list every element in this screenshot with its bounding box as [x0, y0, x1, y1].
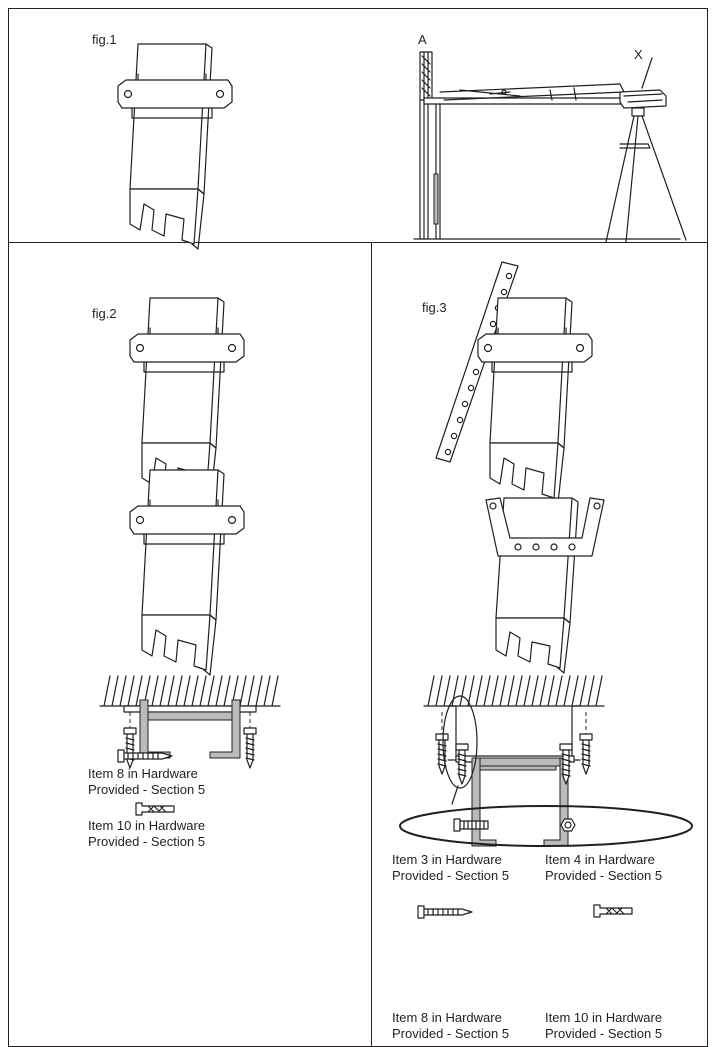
fig3-rail-with-u-bracket: [485, 497, 605, 674]
fig2-item8-caption-line2: Provided - Section 5: [88, 782, 206, 797]
fig3-rail-top: [477, 297, 593, 504]
fig2-rail-middle: [129, 469, 245, 676]
fig3-label: fig.3: [422, 300, 447, 315]
fig1-rail-drawing: [117, 43, 233, 250]
fig3-item10-caption-line1: Item 10 in Hardware: [545, 1010, 663, 1025]
fig2-item10-wall-plug-icon: [135, 802, 175, 816]
fig2-ceiling-mount: [99, 675, 281, 769]
fig3-item3-caption-line2: Provided - Section 5: [392, 868, 510, 883]
fig2-item10-caption-line2: Provided - Section 5: [88, 834, 206, 849]
fig2-label: fig.2: [92, 306, 117, 321]
label-x: X: [634, 47, 643, 62]
opener-installation-drawing: [413, 51, 687, 243]
fig2-item8-lag-screw-icon: [117, 749, 173, 763]
label-a: A: [418, 32, 427, 47]
fig1-label: fig.1: [92, 32, 117, 47]
fig3-item8-lag-screw-icon: [417, 905, 473, 919]
fig3-item10-caption-line2: Provided - Section 5: [545, 1026, 663, 1041]
fig3-detail-ellipse: [442, 695, 478, 789]
fig3-item4-caption-line1: Item 4 in Hardware: [545, 852, 655, 867]
fig2-item8-caption-line1: Item 8 in Hardware: [88, 766, 198, 781]
fig3-hardware-ellipse: [399, 805, 693, 847]
fig2-item10-caption-line1: Item 10 in Hardware: [88, 818, 206, 833]
fig3-leader-line: [451, 785, 459, 805]
fig3-item10-wall-plug-icon: [593, 904, 633, 918]
fig3-item8-caption-line1: Item 8 in Hardware: [392, 1010, 502, 1025]
fig3-item3-caption-line1: Item 3 in Hardware: [392, 852, 502, 867]
fig3-item8-caption-line2: Provided - Section 5: [392, 1026, 510, 1041]
fig3-item4-caption-line2: Provided - Section 5: [545, 868, 663, 883]
